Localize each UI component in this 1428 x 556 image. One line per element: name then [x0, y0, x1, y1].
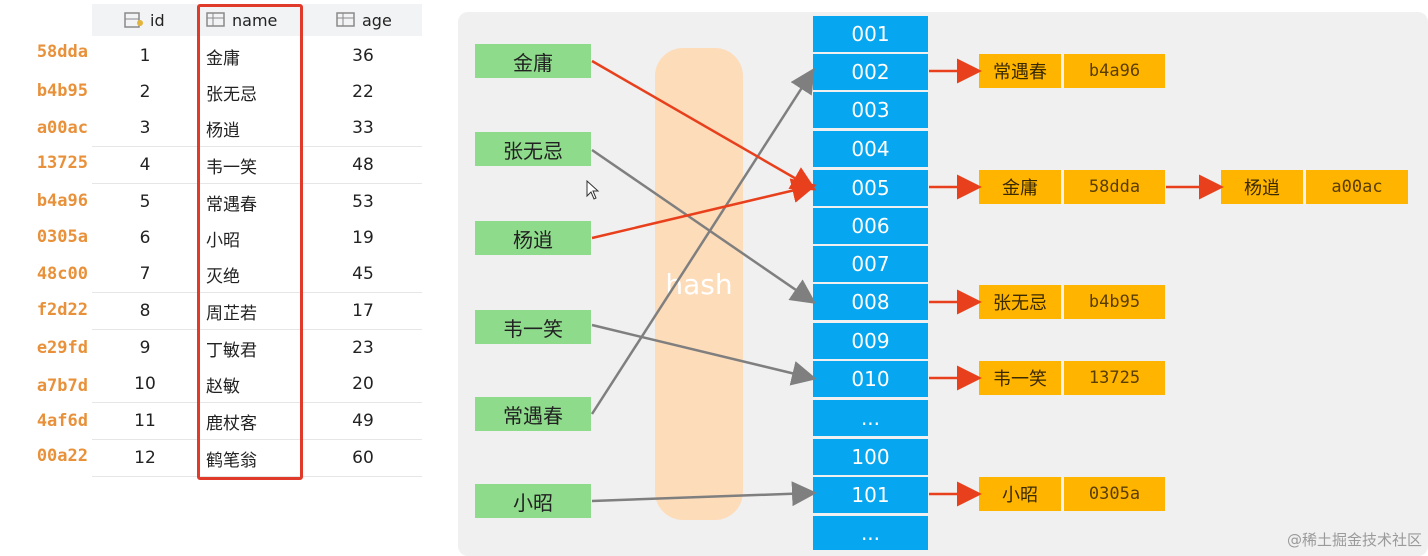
entry-name: 韦一笑	[979, 361, 1061, 395]
entry-hash: a00ac	[1306, 170, 1408, 204]
hash-value: 00a22	[36, 446, 88, 466]
key-box: 小昭	[475, 484, 591, 518]
table-cell[interactable]: 49	[304, 403, 422, 440]
bucket-cell: 004	[813, 131, 928, 167]
key-column-icon	[124, 12, 143, 28]
bucket-cell: 003	[813, 92, 928, 128]
column-header-age[interactable]: age	[304, 4, 422, 36]
column-header-name[interactable]: name	[198, 4, 304, 36]
entry-hash: b4b95	[1064, 285, 1165, 319]
entry-name: 杨逍	[1221, 170, 1303, 204]
entry-hash: 13725	[1064, 361, 1165, 395]
table-cell[interactable]: 杨逍	[198, 110, 304, 147]
column-header-label: age	[362, 10, 392, 30]
column-icon	[206, 12, 225, 27]
column-header-id[interactable]: id	[92, 4, 198, 36]
bucket-cell: 006	[813, 208, 928, 244]
bucket-cell: 101	[813, 477, 928, 513]
bucket-cell: 008	[813, 284, 928, 320]
hash-value: 4af6d	[36, 411, 88, 431]
key-box: 杨逍	[475, 221, 591, 255]
hash-value: f2d22	[36, 300, 88, 320]
table-cell[interactable]: 12	[92, 440, 198, 477]
hash-value: 58dda	[36, 42, 88, 62]
name-column-highlight	[197, 4, 303, 480]
hash-function-band	[655, 48, 743, 520]
table-cell[interactable]: 周芷若	[198, 293, 304, 330]
table-cell[interactable]: 10	[92, 366, 198, 403]
table-cell[interactable]: 19	[304, 220, 422, 257]
table-cell[interactable]: 8	[92, 293, 198, 330]
hash-value: b4b95	[36, 81, 88, 101]
table-cell[interactable]: 小昭	[198, 220, 304, 257]
bucket-cell: ...	[813, 516, 928, 550]
entry-name: 常遇春	[979, 54, 1061, 88]
hash-value: a7b7d	[36, 376, 88, 396]
arrow-weiyixiao-010	[591, 323, 817, 386]
table-cell[interactable]: 韦一笑	[198, 147, 304, 184]
column-header-label: name	[232, 10, 278, 30]
entry-hash: 0305a	[1064, 477, 1165, 511]
arrow-changyuchun-002	[590, 67, 815, 415]
hash-index-diagram	[458, 12, 1428, 556]
key-box: 金庸	[475, 44, 591, 78]
bucket-cell: ...	[813, 400, 928, 436]
table-cell[interactable]: 鹤笔翁	[198, 440, 304, 477]
bucket-cell: 010	[813, 361, 928, 397]
column-header-label: id	[150, 10, 165, 30]
bucket-cell: 009	[813, 323, 928, 359]
table-cell[interactable]: 金庸	[198, 38, 304, 75]
table-cell[interactable]: 45	[304, 256, 422, 293]
hash-value: e29fd	[36, 338, 88, 358]
watermark: @稀土掘金技术社区	[1286, 531, 1422, 549]
table-cell[interactable]: 11	[92, 403, 198, 440]
key-box: 张无忌	[475, 132, 591, 166]
key-box: 常遇春	[475, 397, 591, 431]
bucket-cell: 005	[813, 170, 928, 206]
hash-value: a00ac	[36, 118, 88, 138]
table-cell[interactable]: 3	[92, 110, 198, 147]
hash-value: 0305a	[36, 227, 88, 247]
column-icon	[336, 12, 355, 27]
mouse-cursor-icon	[586, 180, 600, 200]
table-cell[interactable]: 60	[304, 440, 422, 477]
table-cell[interactable]: 9	[92, 330, 198, 367]
table-cell[interactable]: 1	[92, 38, 198, 75]
arrow-zhangwuji-008	[591, 148, 817, 304]
key-box: 韦一笑	[475, 310, 591, 344]
entry-hash: 58dda	[1064, 170, 1165, 204]
entry-name: 张无忌	[979, 285, 1061, 319]
bucket-cell: 002	[813, 54, 928, 90]
table-cell[interactable]: 5	[92, 184, 198, 221]
entry-name: 金庸	[979, 170, 1061, 204]
table-cell[interactable]: 4	[92, 147, 198, 184]
bucket-cell: 007	[813, 246, 928, 282]
bucket-cell: 100	[813, 439, 928, 475]
table-cell[interactable]: 灭绝	[198, 256, 304, 293]
table-cell[interactable]: 53	[304, 184, 422, 221]
bucket-cell: 001	[813, 16, 928, 52]
entry-hash: b4a96	[1064, 54, 1165, 88]
table-cell[interactable]: 33	[304, 110, 422, 147]
table-cell[interactable]: 常遇春	[198, 184, 304, 221]
table-cell[interactable]: 张无忌	[198, 74, 304, 111]
table-cell[interactable]: 20	[304, 366, 422, 403]
table-cell[interactable]: 48	[304, 147, 422, 184]
arrow-xiaozhao-101	[591, 481, 817, 507]
table-cell[interactable]: 17	[304, 293, 422, 330]
entry-name: 小昭	[979, 477, 1061, 511]
table-cell[interactable]: 赵敏	[198, 366, 304, 403]
hash-value: 13725	[36, 153, 88, 173]
arrow-jinyong-005	[591, 59, 817, 191]
table-cell[interactable]: 7	[92, 256, 198, 293]
table-cell[interactable]: 6	[92, 220, 198, 257]
hash-value: b4a96	[36, 191, 88, 211]
arrow-yangxiao-005	[591, 178, 817, 240]
hash-value: 48c00	[36, 264, 88, 284]
table-cell[interactable]: 2	[92, 74, 198, 111]
table-cell[interactable]: 鹿杖客	[198, 403, 304, 440]
